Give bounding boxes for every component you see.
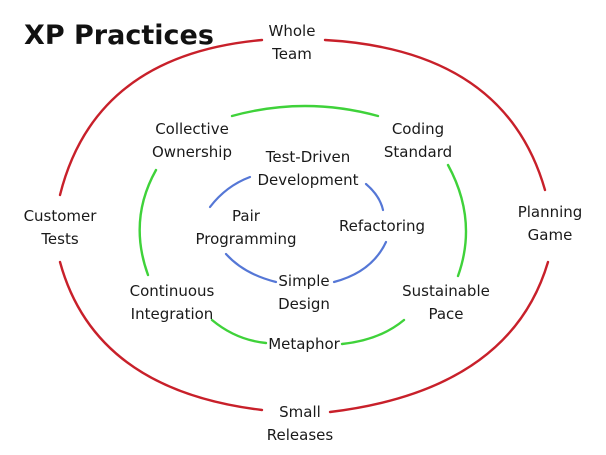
label-collective-ownership: Collective Ownership <box>152 118 232 164</box>
label-line: Game <box>527 226 573 244</box>
inner-ring-arc-bottom-right <box>332 240 388 284</box>
label-coding-standard: Coding Standard <box>384 118 452 164</box>
label-line: Integration <box>130 305 214 323</box>
label-line: Sustainable <box>402 282 490 300</box>
middle-ring-arc-bottom-right <box>340 318 406 346</box>
label-line: Pair <box>232 207 260 225</box>
label-line: Pace <box>428 305 464 323</box>
label-line: Team <box>272 45 312 63</box>
label-line: Test-Driven <box>265 148 351 166</box>
label-customer-tests: Customer Tests <box>24 205 97 251</box>
inner-ring-arc-bottom-left <box>224 252 278 284</box>
diagram-title: XP Practices <box>24 20 214 51</box>
middle-ring-arc-left <box>138 168 158 277</box>
outer-ring-arc-top-right <box>323 38 547 192</box>
label-line: Releases <box>266 426 334 444</box>
label-planning-game: Planning Game <box>518 201 583 247</box>
label-simple-design: Simple Design <box>278 270 330 316</box>
middle-ring-arc-right <box>446 163 468 278</box>
label-line: Whole <box>268 22 316 40</box>
label-pair-programming: Pair Programming <box>195 205 296 251</box>
label-continuous-integration: Continuous Integration <box>130 280 215 326</box>
label-line: Continuous <box>129 282 215 300</box>
label-small-releases: Small Releases <box>267 401 333 447</box>
label-refactoring: Refactoring <box>339 215 425 238</box>
label-whole-team: Whole Team <box>269 20 316 66</box>
outer-ring-arc-bottom-right <box>328 260 550 414</box>
label-line: Programming <box>195 230 297 248</box>
label-line: Development <box>257 171 359 189</box>
label-line: Refactoring <box>338 217 426 235</box>
label-line: Design <box>278 295 330 313</box>
middle-ring-arc-bottom-left <box>210 318 268 345</box>
inner-ring-arc-top-left <box>208 175 252 209</box>
label-sustainable-pace: Sustainable Pace <box>402 280 490 326</box>
label-line: Simple <box>278 272 330 290</box>
label-line: Standard <box>383 143 453 161</box>
label-line: Metaphor <box>268 335 340 353</box>
label-line: Collective <box>155 120 229 138</box>
label-line: Tests <box>41 230 79 248</box>
label-line: Small <box>279 403 321 421</box>
middle-ring-arc-top <box>230 104 380 118</box>
label-line: Customer <box>23 207 97 225</box>
label-line: Coding <box>391 120 445 138</box>
outer-ring-arc-top-left <box>58 38 264 197</box>
label-test-driven-development: Test-Driven Development <box>258 146 359 192</box>
label-metaphor: Metaphor <box>268 333 340 356</box>
label-line: Ownership <box>152 143 232 161</box>
inner-ring-arc-top-right <box>364 182 385 212</box>
label-line: Planning <box>517 203 583 221</box>
outer-ring-arc-bottom-left <box>58 260 264 412</box>
